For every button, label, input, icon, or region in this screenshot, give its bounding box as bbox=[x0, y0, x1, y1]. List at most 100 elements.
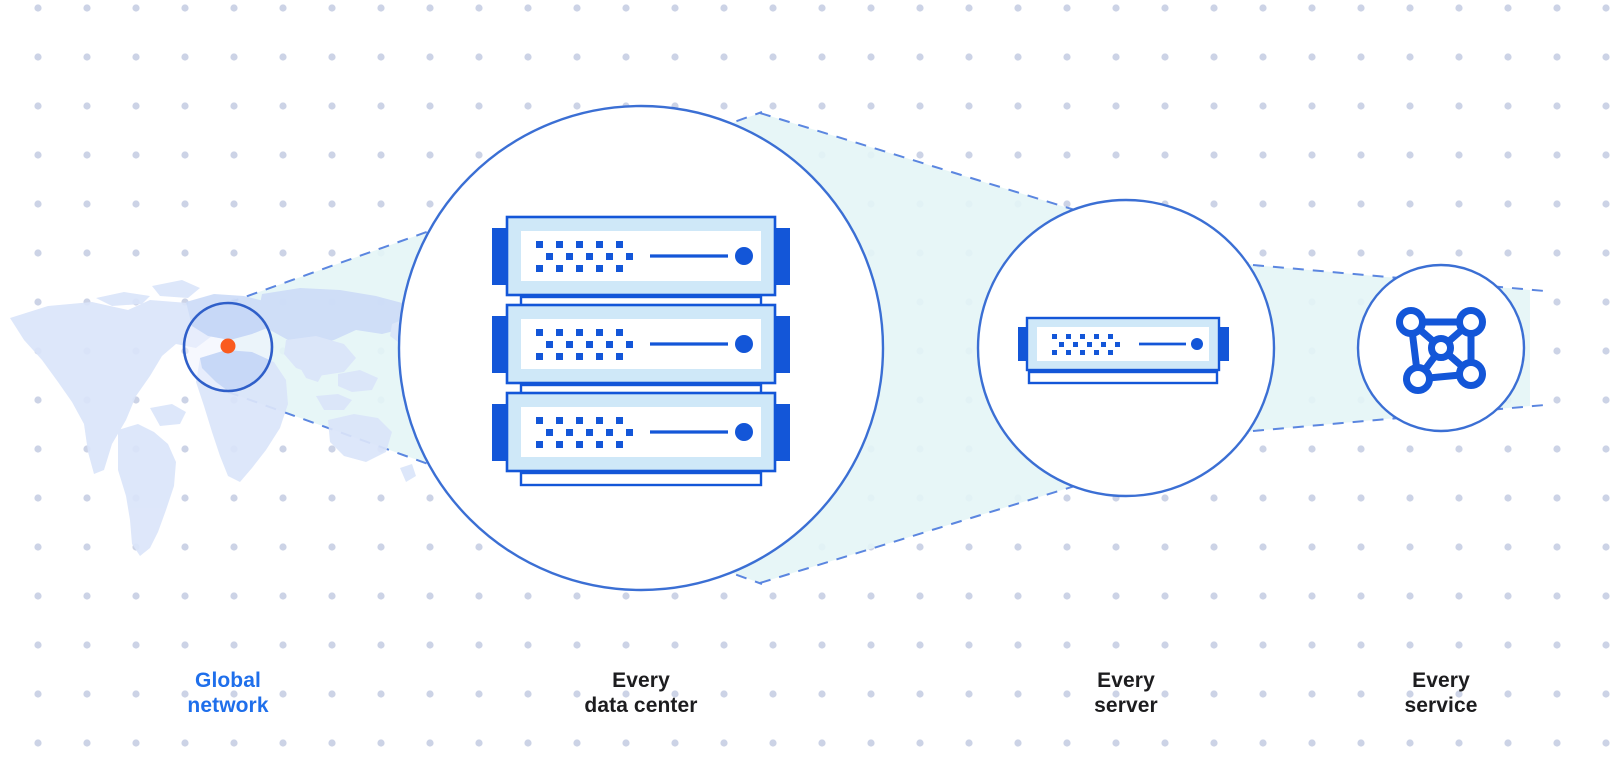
grid-dot bbox=[279, 739, 287, 747]
grid-dot bbox=[1455, 445, 1463, 453]
grid-dot bbox=[1210, 690, 1218, 698]
grid-dot bbox=[34, 4, 42, 12]
grid-dot bbox=[1259, 249, 1267, 257]
grid-dot bbox=[377, 200, 385, 208]
grid-dot bbox=[1063, 739, 1071, 747]
grid-dot bbox=[1014, 592, 1022, 600]
grid-dot bbox=[1259, 739, 1267, 747]
grid-dot bbox=[1504, 4, 1512, 12]
grid-dot bbox=[377, 4, 385, 12]
grid-dot bbox=[279, 151, 287, 159]
grid-dot bbox=[916, 690, 924, 698]
grid-dot bbox=[720, 592, 728, 600]
grid-dot bbox=[1014, 543, 1022, 551]
grid-dot bbox=[132, 200, 140, 208]
server-status-dot-2 bbox=[735, 335, 753, 353]
vent-dots-3 bbox=[536, 417, 633, 448]
grid-dot bbox=[377, 494, 385, 502]
grid-dot bbox=[377, 739, 385, 747]
grid-dot bbox=[1553, 53, 1561, 61]
grid-dot bbox=[328, 690, 336, 698]
grid-dot bbox=[1553, 641, 1561, 649]
server-status-dot-1 bbox=[735, 247, 753, 265]
grid-dot bbox=[622, 4, 630, 12]
grid-dot bbox=[1406, 102, 1414, 110]
grid-dot bbox=[1602, 298, 1610, 306]
grid-dot bbox=[818, 4, 826, 12]
map-location-pin-icon[interactable] bbox=[220, 338, 236, 354]
grid-dot bbox=[279, 690, 287, 698]
grid-dot bbox=[230, 53, 238, 61]
grid-dot bbox=[965, 102, 973, 110]
grid-dot bbox=[1063, 592, 1071, 600]
grid-dot bbox=[475, 690, 483, 698]
grid-dot bbox=[720, 102, 728, 110]
grid-dot bbox=[1063, 151, 1071, 159]
grid-dot bbox=[1357, 151, 1365, 159]
grid-dot bbox=[475, 53, 483, 61]
grid-dot bbox=[1357, 739, 1365, 747]
grid-dot bbox=[328, 102, 336, 110]
grid-dot bbox=[377, 102, 385, 110]
grid-dot bbox=[426, 53, 434, 61]
grid-dot bbox=[622, 53, 630, 61]
label-global-network: Global network bbox=[187, 669, 269, 717]
grid-dot bbox=[1014, 102, 1022, 110]
grid-dot bbox=[34, 592, 42, 600]
grid-dot bbox=[1308, 200, 1316, 208]
grid-dot bbox=[867, 53, 875, 61]
grid-dot bbox=[1259, 494, 1267, 502]
grid-dot bbox=[1308, 592, 1316, 600]
grid-dot bbox=[1455, 690, 1463, 698]
grid-dot bbox=[1308, 494, 1316, 502]
grid-dot bbox=[83, 690, 91, 698]
server-unit-2 bbox=[492, 303, 790, 399]
grid-dot bbox=[1455, 200, 1463, 208]
grid-dot bbox=[965, 592, 973, 600]
grid-dot bbox=[181, 592, 189, 600]
grid-dot bbox=[965, 151, 973, 159]
grid-dot bbox=[1259, 102, 1267, 110]
grid-dot bbox=[573, 690, 581, 698]
grid-dot bbox=[573, 4, 581, 12]
grid-dot bbox=[83, 494, 91, 502]
grid-dot bbox=[1553, 249, 1561, 257]
grid-dot bbox=[1602, 53, 1610, 61]
grid-dot bbox=[622, 739, 630, 747]
grid-dot bbox=[1553, 445, 1561, 453]
grid-dot bbox=[1504, 200, 1512, 208]
grid-dot bbox=[1210, 592, 1218, 600]
grid-dot bbox=[1210, 739, 1218, 747]
grid-dot bbox=[181, 249, 189, 257]
grid-dot bbox=[1455, 494, 1463, 502]
vent-dots-1 bbox=[536, 241, 633, 272]
grid-dot bbox=[916, 53, 924, 61]
grid-dot bbox=[916, 151, 924, 159]
grid-dot bbox=[230, 690, 238, 698]
grid-dot bbox=[328, 200, 336, 208]
grid-dot bbox=[181, 543, 189, 551]
grid-dot bbox=[1259, 690, 1267, 698]
grid-dot bbox=[1014, 739, 1022, 747]
grid-dot bbox=[328, 249, 336, 257]
grid-dot bbox=[83, 151, 91, 159]
vent-dots-2 bbox=[536, 329, 633, 360]
grid-dot bbox=[132, 53, 140, 61]
grid-dot bbox=[426, 494, 434, 502]
grid-dot bbox=[475, 592, 483, 600]
server-rack-illustration bbox=[492, 215, 790, 487]
grid-dot bbox=[1357, 641, 1365, 649]
grid-dot bbox=[916, 592, 924, 600]
grid-dot bbox=[328, 4, 336, 12]
grid-dot bbox=[1602, 690, 1610, 698]
grid-dot bbox=[426, 102, 434, 110]
grid-dot bbox=[965, 641, 973, 649]
grid-dot bbox=[1210, 200, 1218, 208]
grid-dot bbox=[1602, 4, 1610, 12]
grid-dot bbox=[83, 53, 91, 61]
grid-dot bbox=[34, 151, 42, 159]
grid-dot bbox=[1308, 641, 1316, 649]
global-network-highlight[interactable] bbox=[182, 288, 420, 420]
grid-dot bbox=[818, 592, 826, 600]
grid-dot bbox=[279, 592, 287, 600]
